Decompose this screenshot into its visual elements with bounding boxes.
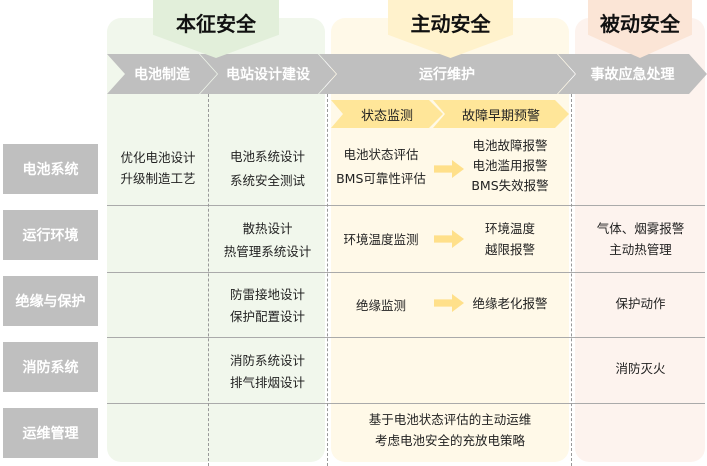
- row-divider: [107, 205, 705, 206]
- row-fire-system: 消防系统: [3, 342, 98, 392]
- row-operating-environment: 运行环境: [3, 210, 98, 260]
- cell-battery-mfg: 优化电池设计升级制造工艺: [120, 150, 196, 186]
- row-divider: [107, 337, 705, 338]
- cell-env-design: 散热设计热管理系统设计: [223, 221, 312, 259]
- stage-operation-maintenance: 运行维护: [319, 54, 575, 94]
- column-divider: [571, 94, 572, 466]
- cell-insulation-warning: 绝缘老化报警: [472, 296, 548, 311]
- stage-battery-manufacturing: 电池制造: [107, 54, 217, 94]
- cell-insulation-emergency: 保护动作: [615, 296, 666, 311]
- row-divider: [107, 403, 705, 404]
- column-divider: [208, 94, 209, 466]
- cell-env-warning: 环境温度越限报警: [484, 221, 535, 257]
- substage-early-warning: 故障早期预警: [433, 100, 569, 128]
- row-insulation-protection: 绝缘与保护: [3, 276, 98, 326]
- cell-insulation-design: 防雷接地设计保护配置设计: [229, 287, 305, 324]
- column-divider: [327, 94, 328, 466]
- row-battery-system: 电池系统: [3, 144, 98, 194]
- cell-fire-emergency: 消防灭火: [615, 361, 666, 376]
- cell-battery-design: 电池系统设计系统安全测试: [229, 149, 305, 188]
- row-om-management: 运维管理: [3, 408, 98, 458]
- cell-fire-design: 消防系统设计排气排烟设计: [229, 353, 305, 390]
- substage-status-monitoring: 状态监测: [331, 100, 443, 128]
- stage-station-design: 电站设计建设: [200, 54, 336, 94]
- cell-om-strategy: 基于电池状态评估的主动运维考虑电池安全的充放电策略: [368, 412, 532, 448]
- cell-insulation-monitor: 绝缘监测: [355, 298, 406, 313]
- cell-env-monitor: 环境温度监测: [343, 232, 419, 247]
- stage-emergency-handling: 事故应急处理: [558, 54, 707, 94]
- cell-env-emergency: 气体、烟雾报警主动热管理: [596, 221, 685, 257]
- row-divider: [107, 272, 705, 273]
